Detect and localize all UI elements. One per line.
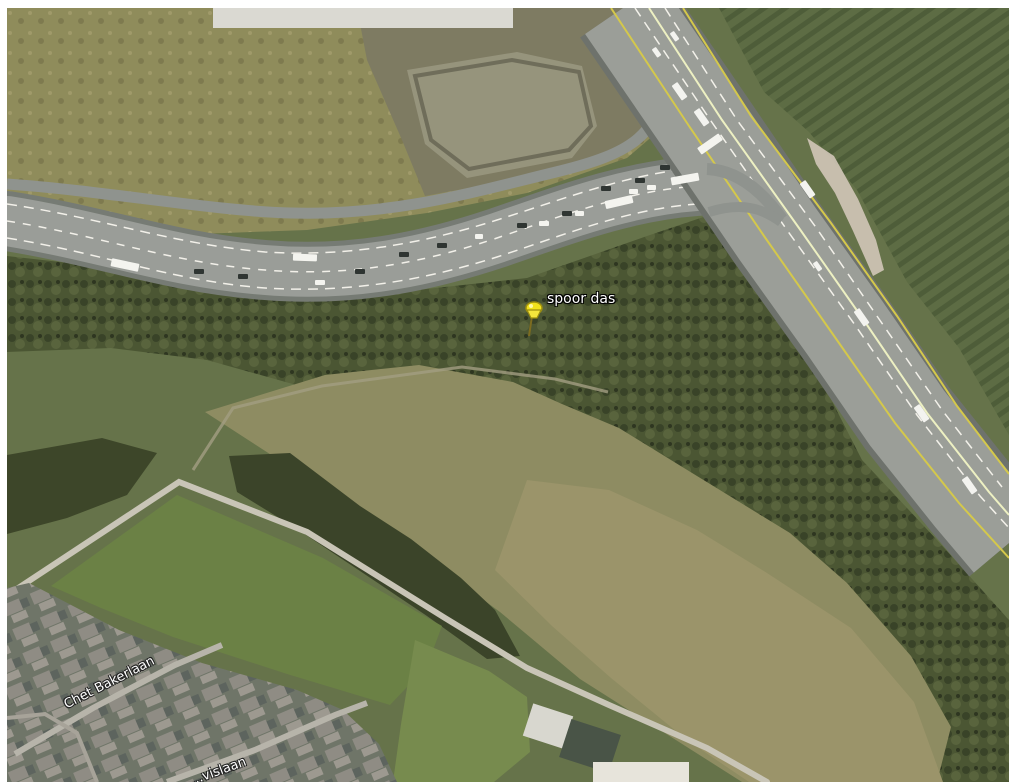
- curved-highway-lane-1: [7, 167, 698, 254]
- vehicles-vertical-highway: [652, 31, 978, 495]
- side-path[interactable]: [191, 365, 609, 471]
- residential-road-3[interactable]: [7, 711, 99, 782]
- embankment-strip: [807, 138, 884, 276]
- construction-pit: [407, 52, 597, 178]
- vertical-highway-lane-a: [634, 8, 1009, 529]
- placemark-label[interactable]: spoor das: [547, 291, 616, 307]
- yellow-pushpin-icon[interactable]: [519, 298, 549, 338]
- vertical-highway-edge-yellow-left: [610, 8, 1009, 559]
- building-lower-3: [593, 762, 689, 782]
- building-lower-1: [522, 703, 574, 749]
- satellite-map[interactable]: spoor das Chet Bakerlaan ...vislaan: [7, 8, 1009, 782]
- orchard-field: [719, 8, 1009, 435]
- interchange-ramp-2[interactable]: [707, 202, 784, 227]
- tree-row-central: [229, 453, 520, 659]
- vehicles-curved-highway: [110, 133, 723, 285]
- curved-highway-lane-2: [7, 185, 698, 273]
- field-lower-right: [495, 480, 943, 782]
- building-top: [213, 8, 513, 28]
- construction-pit-edge: [412, 57, 594, 172]
- building-lower-2: [559, 718, 621, 774]
- satellite-imagery[interactable]: [7, 8, 1009, 782]
- green-meadow-lower: [393, 640, 530, 782]
- residential-road-1[interactable]: [13, 642, 224, 757]
- green-meadow: [51, 495, 442, 705]
- vertical-highway-edge-yellow-right: [682, 8, 1009, 475]
- vertical-highway-lane-b: [664, 8, 1003, 488]
- interchange-ramp-1[interactable]: [706, 163, 787, 223]
- field-path[interactable]: [7, 478, 770, 782]
- residential-road-2[interactable]: [165, 700, 369, 782]
- vehicles-dark: [194, 165, 670, 279]
- tree-row-west: [7, 438, 157, 534]
